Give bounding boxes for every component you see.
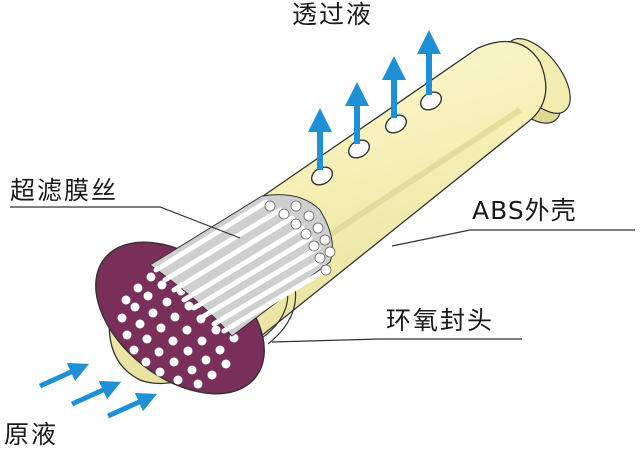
fiber-label: 超滤膜丝 xyxy=(10,176,119,205)
permeate-arrows xyxy=(308,29,441,170)
permeate-label: 透过液 xyxy=(292,0,374,29)
feed-arrows xyxy=(38,362,158,419)
shell-label: ABS外壳 xyxy=(472,196,577,225)
epoxy-leader xyxy=(271,338,522,343)
shell-leader xyxy=(391,229,635,247)
leader-lines xyxy=(10,206,635,343)
epoxy-label: 环氧封头 xyxy=(386,306,495,335)
fiber-bundle-cutaway xyxy=(149,194,336,337)
feed-arrow xyxy=(106,392,158,419)
feed-arrow xyxy=(70,380,122,407)
feed-arrow xyxy=(38,362,90,389)
fiber-leader xyxy=(10,206,241,239)
feed-label: 原液 xyxy=(4,420,59,449)
